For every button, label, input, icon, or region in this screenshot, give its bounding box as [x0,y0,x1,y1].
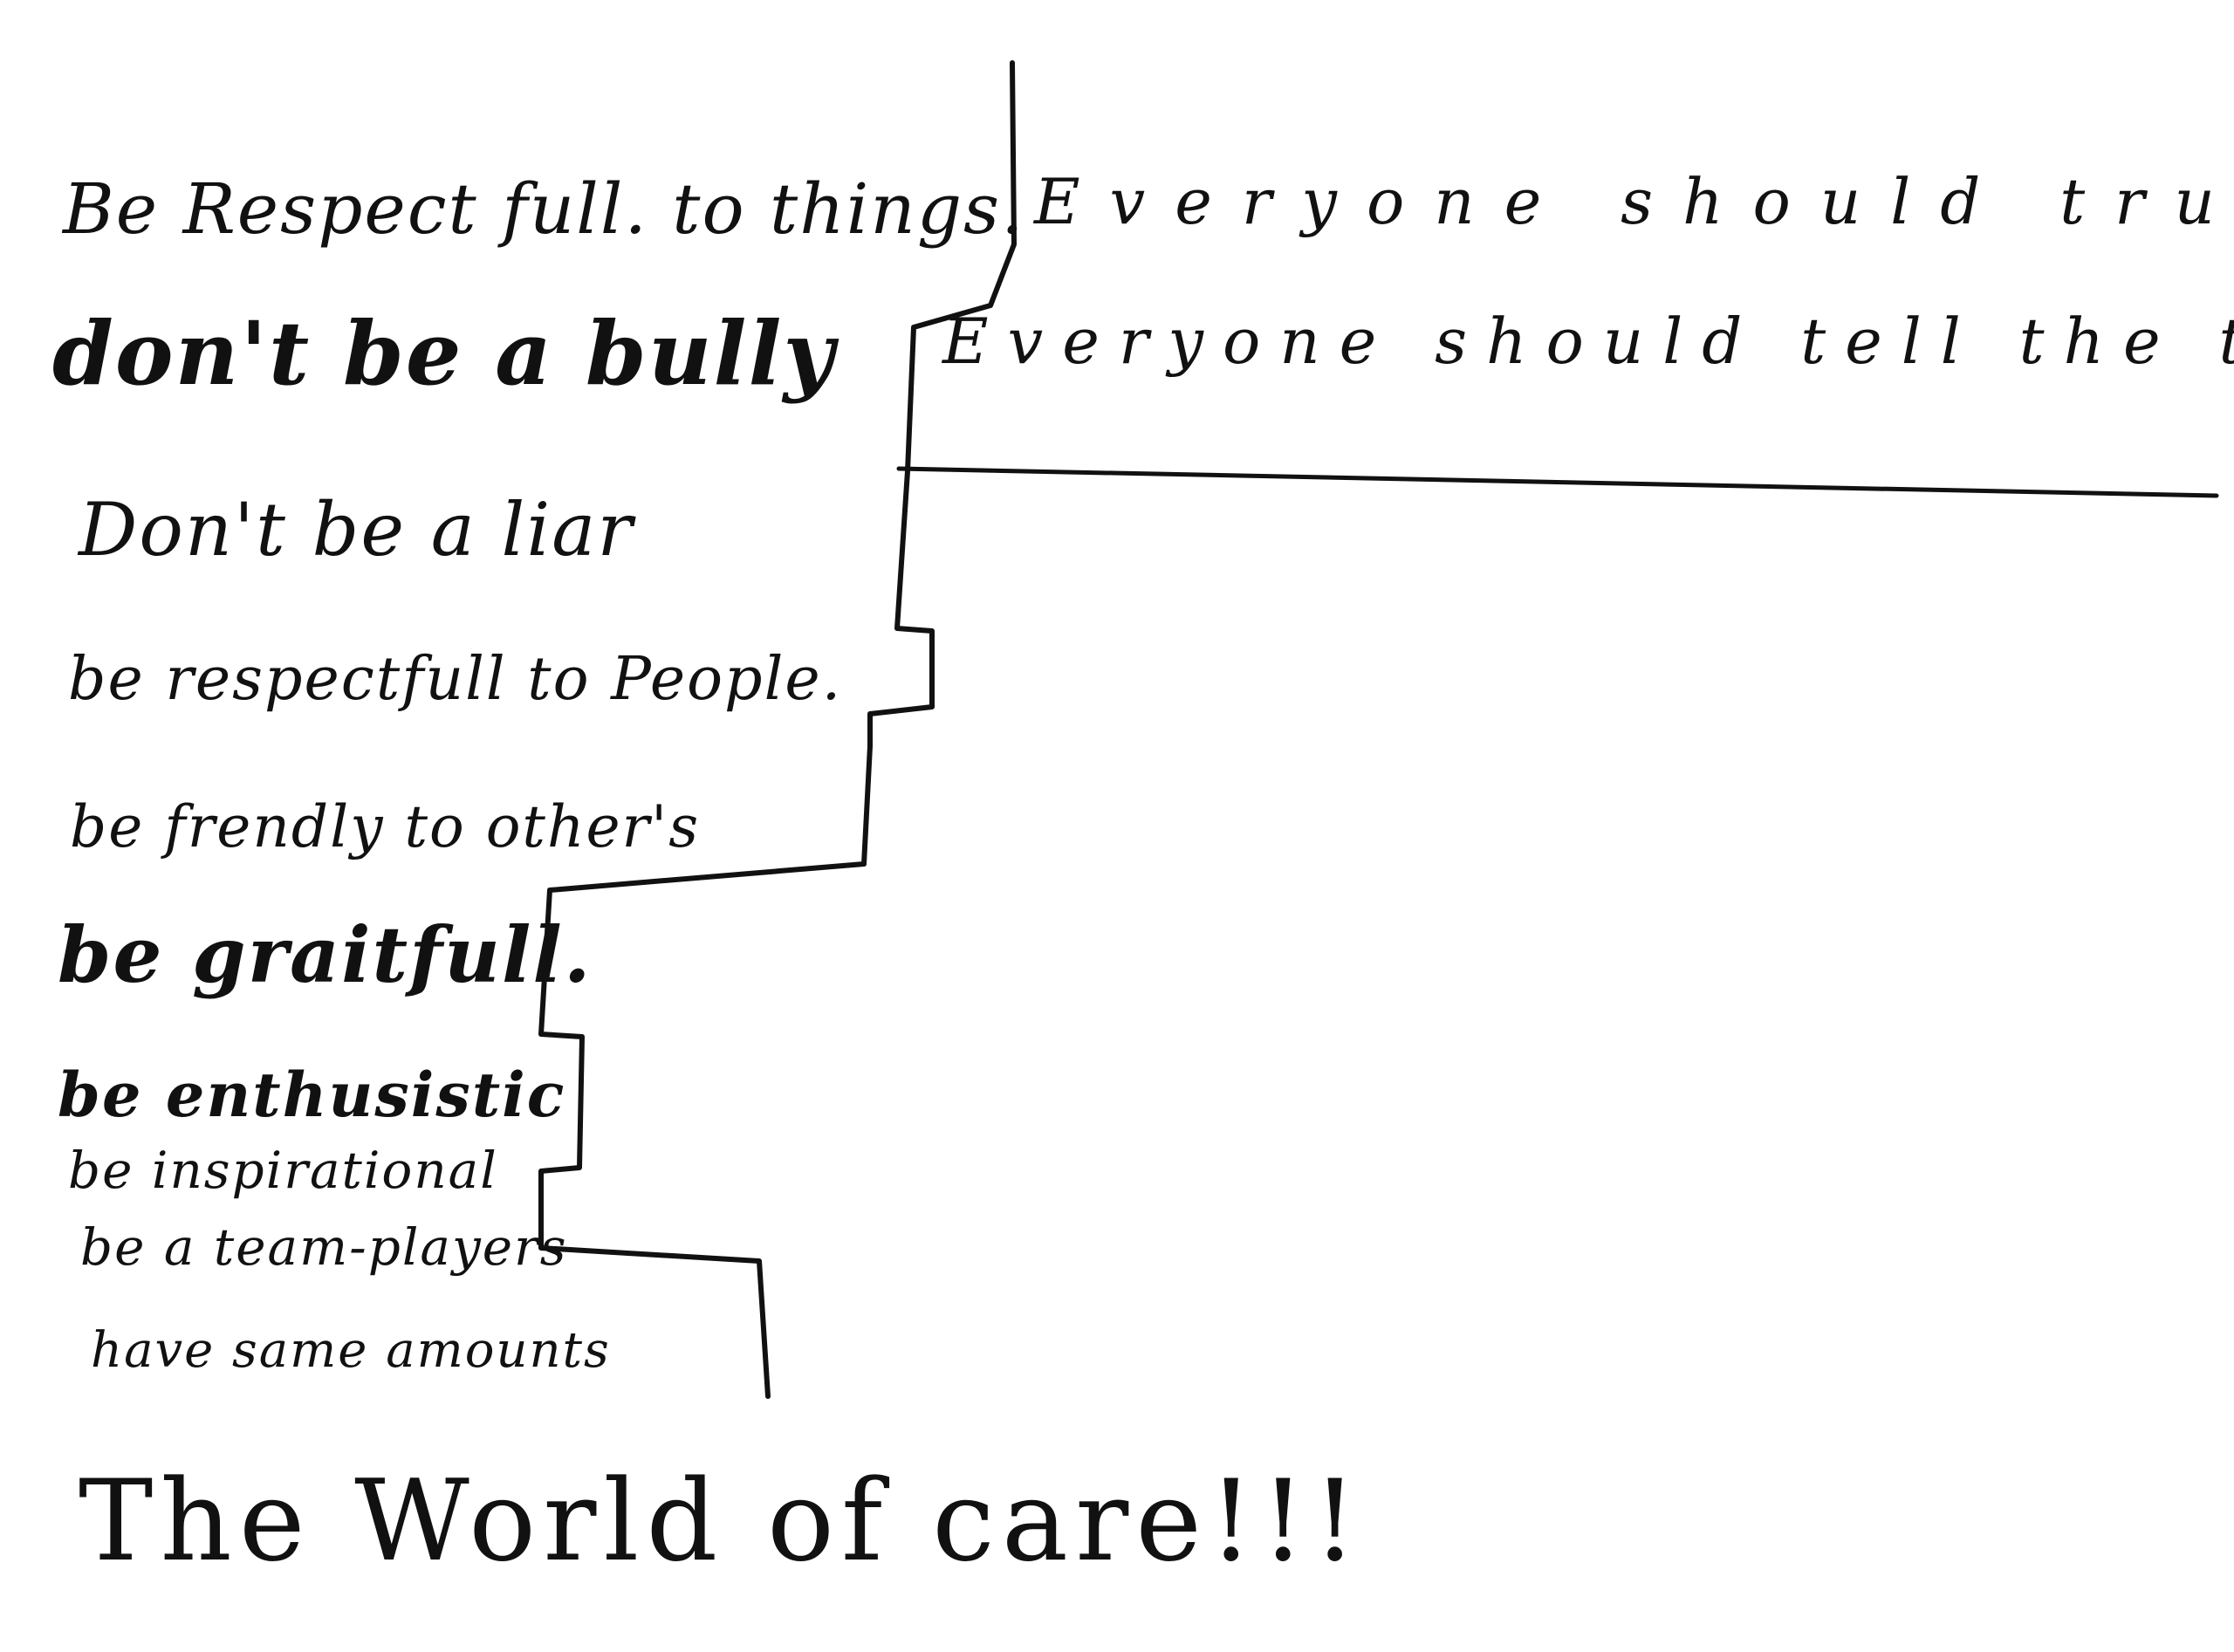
rule-respect-things: Be Respect full. to things. [63,168,1025,250]
divider-line [896,466,2219,498]
rule-same-amounts: have same amounts [91,1322,611,1379]
rule-dont-lie: Don't be a liar [79,487,634,572]
rule-inspirational: be inspirational [68,1141,498,1200]
rule-enthusiastic: be enthusistic [58,1059,566,1131]
staircase-line [538,60,1017,1399]
footer-title: The World of care!!! [79,1457,1365,1587]
rule-friendly: be frendly to other's [70,793,701,860]
rule-grateful: be graitfull. [58,909,593,1000]
rule-tell-truth: Everyone should tell the truth [942,305,2234,378]
rule-dont-bully: don't be a bully [52,302,836,405]
rule-respect-people: be respectfull to People. [68,645,843,714]
rule-trust-others: Everyone should trust others [1034,165,2234,238]
rule-team-player: be a team-players [80,1217,568,1277]
